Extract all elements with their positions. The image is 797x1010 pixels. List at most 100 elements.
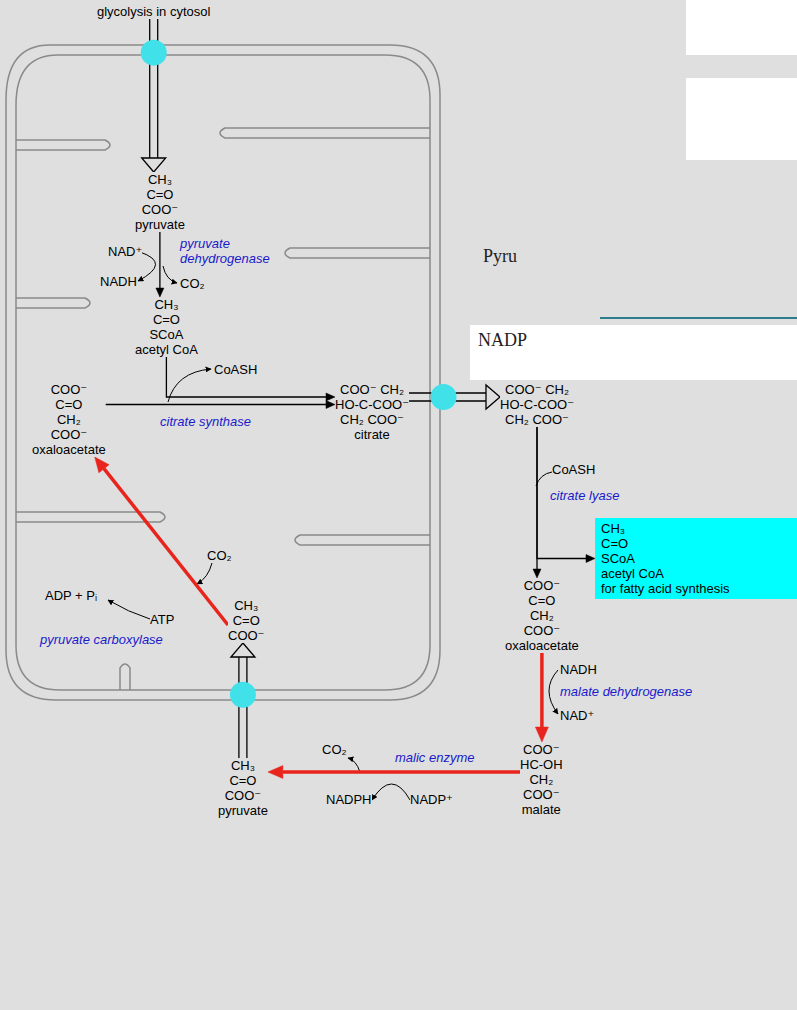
transporter bbox=[230, 682, 256, 708]
arrowhead bbox=[586, 555, 595, 563]
connector-line bbox=[159, 232, 160, 288]
slide-panel bbox=[686, 0, 797, 55]
arrowhead bbox=[142, 158, 166, 172]
reaction-arrow bbox=[535, 653, 548, 742]
crista bbox=[220, 128, 430, 138]
structural-formula: CH₃ C=O COO⁻ bbox=[225, 758, 261, 803]
cofactor-label: ATP bbox=[150, 612, 174, 627]
compound-name: oxaloacetate bbox=[505, 638, 579, 653]
structural-formula: COO⁻ C=O CH₂ COO⁻ bbox=[524, 578, 560, 638]
slide-panel bbox=[686, 78, 797, 160]
structural-formula: COO⁻ HC‑OH CH₂ COO⁻ bbox=[520, 742, 563, 802]
cofactor-arc bbox=[163, 266, 177, 283]
connector-line bbox=[166, 357, 326, 397]
enzyme-label: pyruvate dehydrogenase bbox=[180, 236, 275, 266]
arrowhead bbox=[486, 385, 500, 409]
reaction-arrow bbox=[268, 766, 520, 779]
enzyme-label: malate dehydrogenase bbox=[560, 684, 692, 699]
cofactor-arc bbox=[108, 600, 150, 619]
cofactor-arc bbox=[348, 758, 360, 772]
slide-rule bbox=[600, 317, 797, 319]
transport-line bbox=[246, 657, 247, 758]
enzyme-label: pyruvate carboxylase bbox=[40, 632, 163, 647]
crista bbox=[285, 248, 430, 258]
cofactor-label: CoASH bbox=[552, 462, 595, 477]
crista bbox=[16, 298, 90, 308]
compound-name: pyruvate bbox=[218, 803, 268, 818]
cofactor-arc bbox=[536, 472, 552, 486]
connector-line bbox=[104, 469, 228, 625]
compound-name: pyruvate bbox=[135, 217, 185, 232]
reaction-arrow bbox=[106, 401, 335, 409]
compound-node: COO⁻ C=O CH₂ COO⁻oxaloacetate bbox=[505, 578, 579, 653]
cofactor-label: NAD⁺ bbox=[108, 244, 142, 259]
structural-formula: CH₃ C=O SCoA bbox=[601, 521, 635, 566]
pathway-source: glycolysis in cytosol bbox=[97, 4, 210, 19]
membranes bbox=[6, 45, 440, 700]
reaction-arrow bbox=[95, 457, 228, 625]
cofactor-arc bbox=[197, 563, 212, 584]
cofactor-label: NADPH bbox=[326, 792, 372, 807]
compound-name: oxaloacetate bbox=[32, 442, 106, 457]
enzyme-label: malic enzyme bbox=[395, 750, 474, 765]
crista bbox=[16, 140, 110, 150]
arrowhead bbox=[231, 643, 255, 657]
transport-arrow bbox=[141, 19, 167, 172]
compound-name: acetyl CoA bbox=[135, 342, 198, 357]
arrowhead bbox=[535, 727, 548, 742]
structural-formula: COO⁻ CH₂ HO‑C‑COO⁻ CH₂ COO⁻ bbox=[335, 382, 409, 427]
cofactor-arc bbox=[549, 670, 558, 714]
connector-line bbox=[540, 653, 544, 727]
crista bbox=[120, 664, 130, 690]
cofactor-label: NADP⁺ bbox=[410, 792, 453, 807]
compound-node: CH₃ C=O COO⁻ bbox=[228, 598, 264, 643]
cofactor-label: CO₂ bbox=[180, 276, 205, 291]
structural-formula: CH₃ C=O COO⁻ bbox=[142, 172, 178, 217]
transport-arrow bbox=[230, 643, 256, 758]
slide-text: NADP bbox=[478, 330, 527, 350]
transport-line bbox=[149, 19, 150, 158]
enzyme-label: citrate lyase bbox=[550, 488, 619, 503]
transporter bbox=[141, 40, 167, 66]
structural-formula: COO⁻ CH₂ HO‑C‑COO⁻ CH₂ COO⁻ bbox=[500, 382, 574, 427]
transport-line bbox=[157, 19, 158, 158]
connector-line bbox=[283, 770, 520, 774]
cofactor-label: CoASH bbox=[214, 362, 257, 377]
arrowhead bbox=[95, 457, 109, 473]
arrowhead bbox=[326, 401, 335, 409]
transport-arrow bbox=[409, 384, 500, 410]
arrowhead bbox=[326, 393, 335, 401]
compound-node: glycolysis in cytosol bbox=[97, 4, 210, 19]
transporter bbox=[431, 384, 457, 410]
compound-name: acetyl CoA bbox=[601, 566, 664, 581]
slide-text: Pyru bbox=[483, 246, 517, 266]
reaction-arrow bbox=[166, 357, 335, 401]
cofactor-label: ADP + Pᵢ bbox=[45, 588, 97, 603]
enzyme-label: citrate synthase bbox=[160, 414, 251, 429]
outer-membrane bbox=[6, 45, 440, 700]
structural-formula: CH₃ C=O COO⁻ bbox=[228, 598, 264, 643]
cofactor-label: NADH bbox=[560, 662, 597, 677]
structural-formula: CH₃ C=O SCoA bbox=[149, 297, 183, 342]
cofactor-arcs bbox=[108, 252, 558, 800]
crista bbox=[295, 535, 430, 545]
slide-panel bbox=[470, 325, 797, 380]
cofactor-label: CO₂ bbox=[322, 742, 347, 757]
cofactor-label: CO₂ bbox=[207, 548, 232, 563]
reaction-arrow bbox=[156, 232, 164, 297]
connector-line bbox=[106, 404, 326, 405]
structural-formula: COO⁻ C=O CH₂ COO⁻ bbox=[51, 382, 87, 442]
compound-name: citrate bbox=[354, 427, 389, 442]
cofactor-arc bbox=[372, 784, 410, 800]
cofactor-label: NADH bbox=[100, 274, 137, 289]
transport-line bbox=[238, 657, 239, 758]
arrowhead bbox=[268, 766, 283, 779]
inner-membrane bbox=[16, 55, 430, 690]
arrowhead bbox=[156, 288, 164, 297]
compound-node: COO⁻ CH₂ HO‑C‑COO⁻ CH₂ COO⁻citrate bbox=[335, 382, 409, 442]
compound-node: CH₃ C=O SCoAacetyl CoA bbox=[135, 297, 198, 357]
compound-node: CH₃ C=O COO⁻pyruvate bbox=[135, 172, 185, 232]
